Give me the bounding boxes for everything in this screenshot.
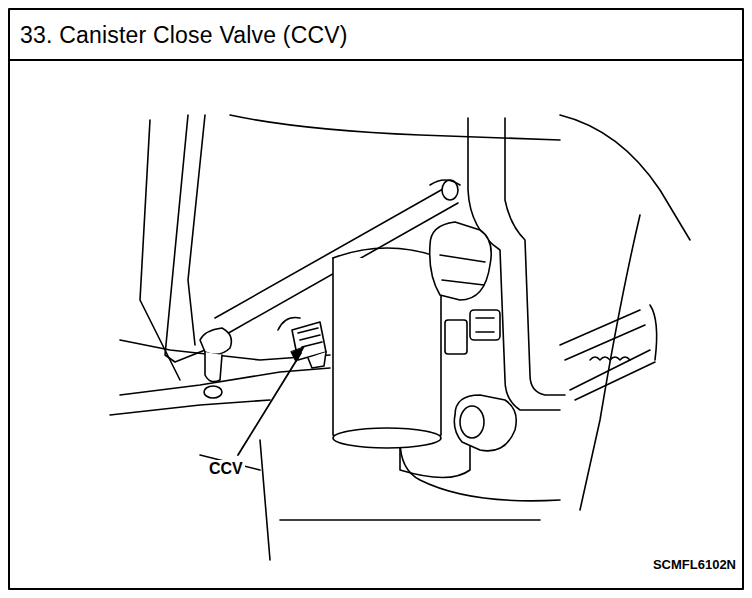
figure-code: SCMFL6102N (653, 557, 736, 572)
figure-title: 33. Canister Close Valve (CCV) (20, 22, 348, 49)
frame-border (9, 9, 743, 589)
title-rule (9, 59, 743, 61)
part-label: CCV (207, 460, 245, 478)
leader-line (238, 353, 301, 455)
arrow-head (291, 347, 304, 362)
